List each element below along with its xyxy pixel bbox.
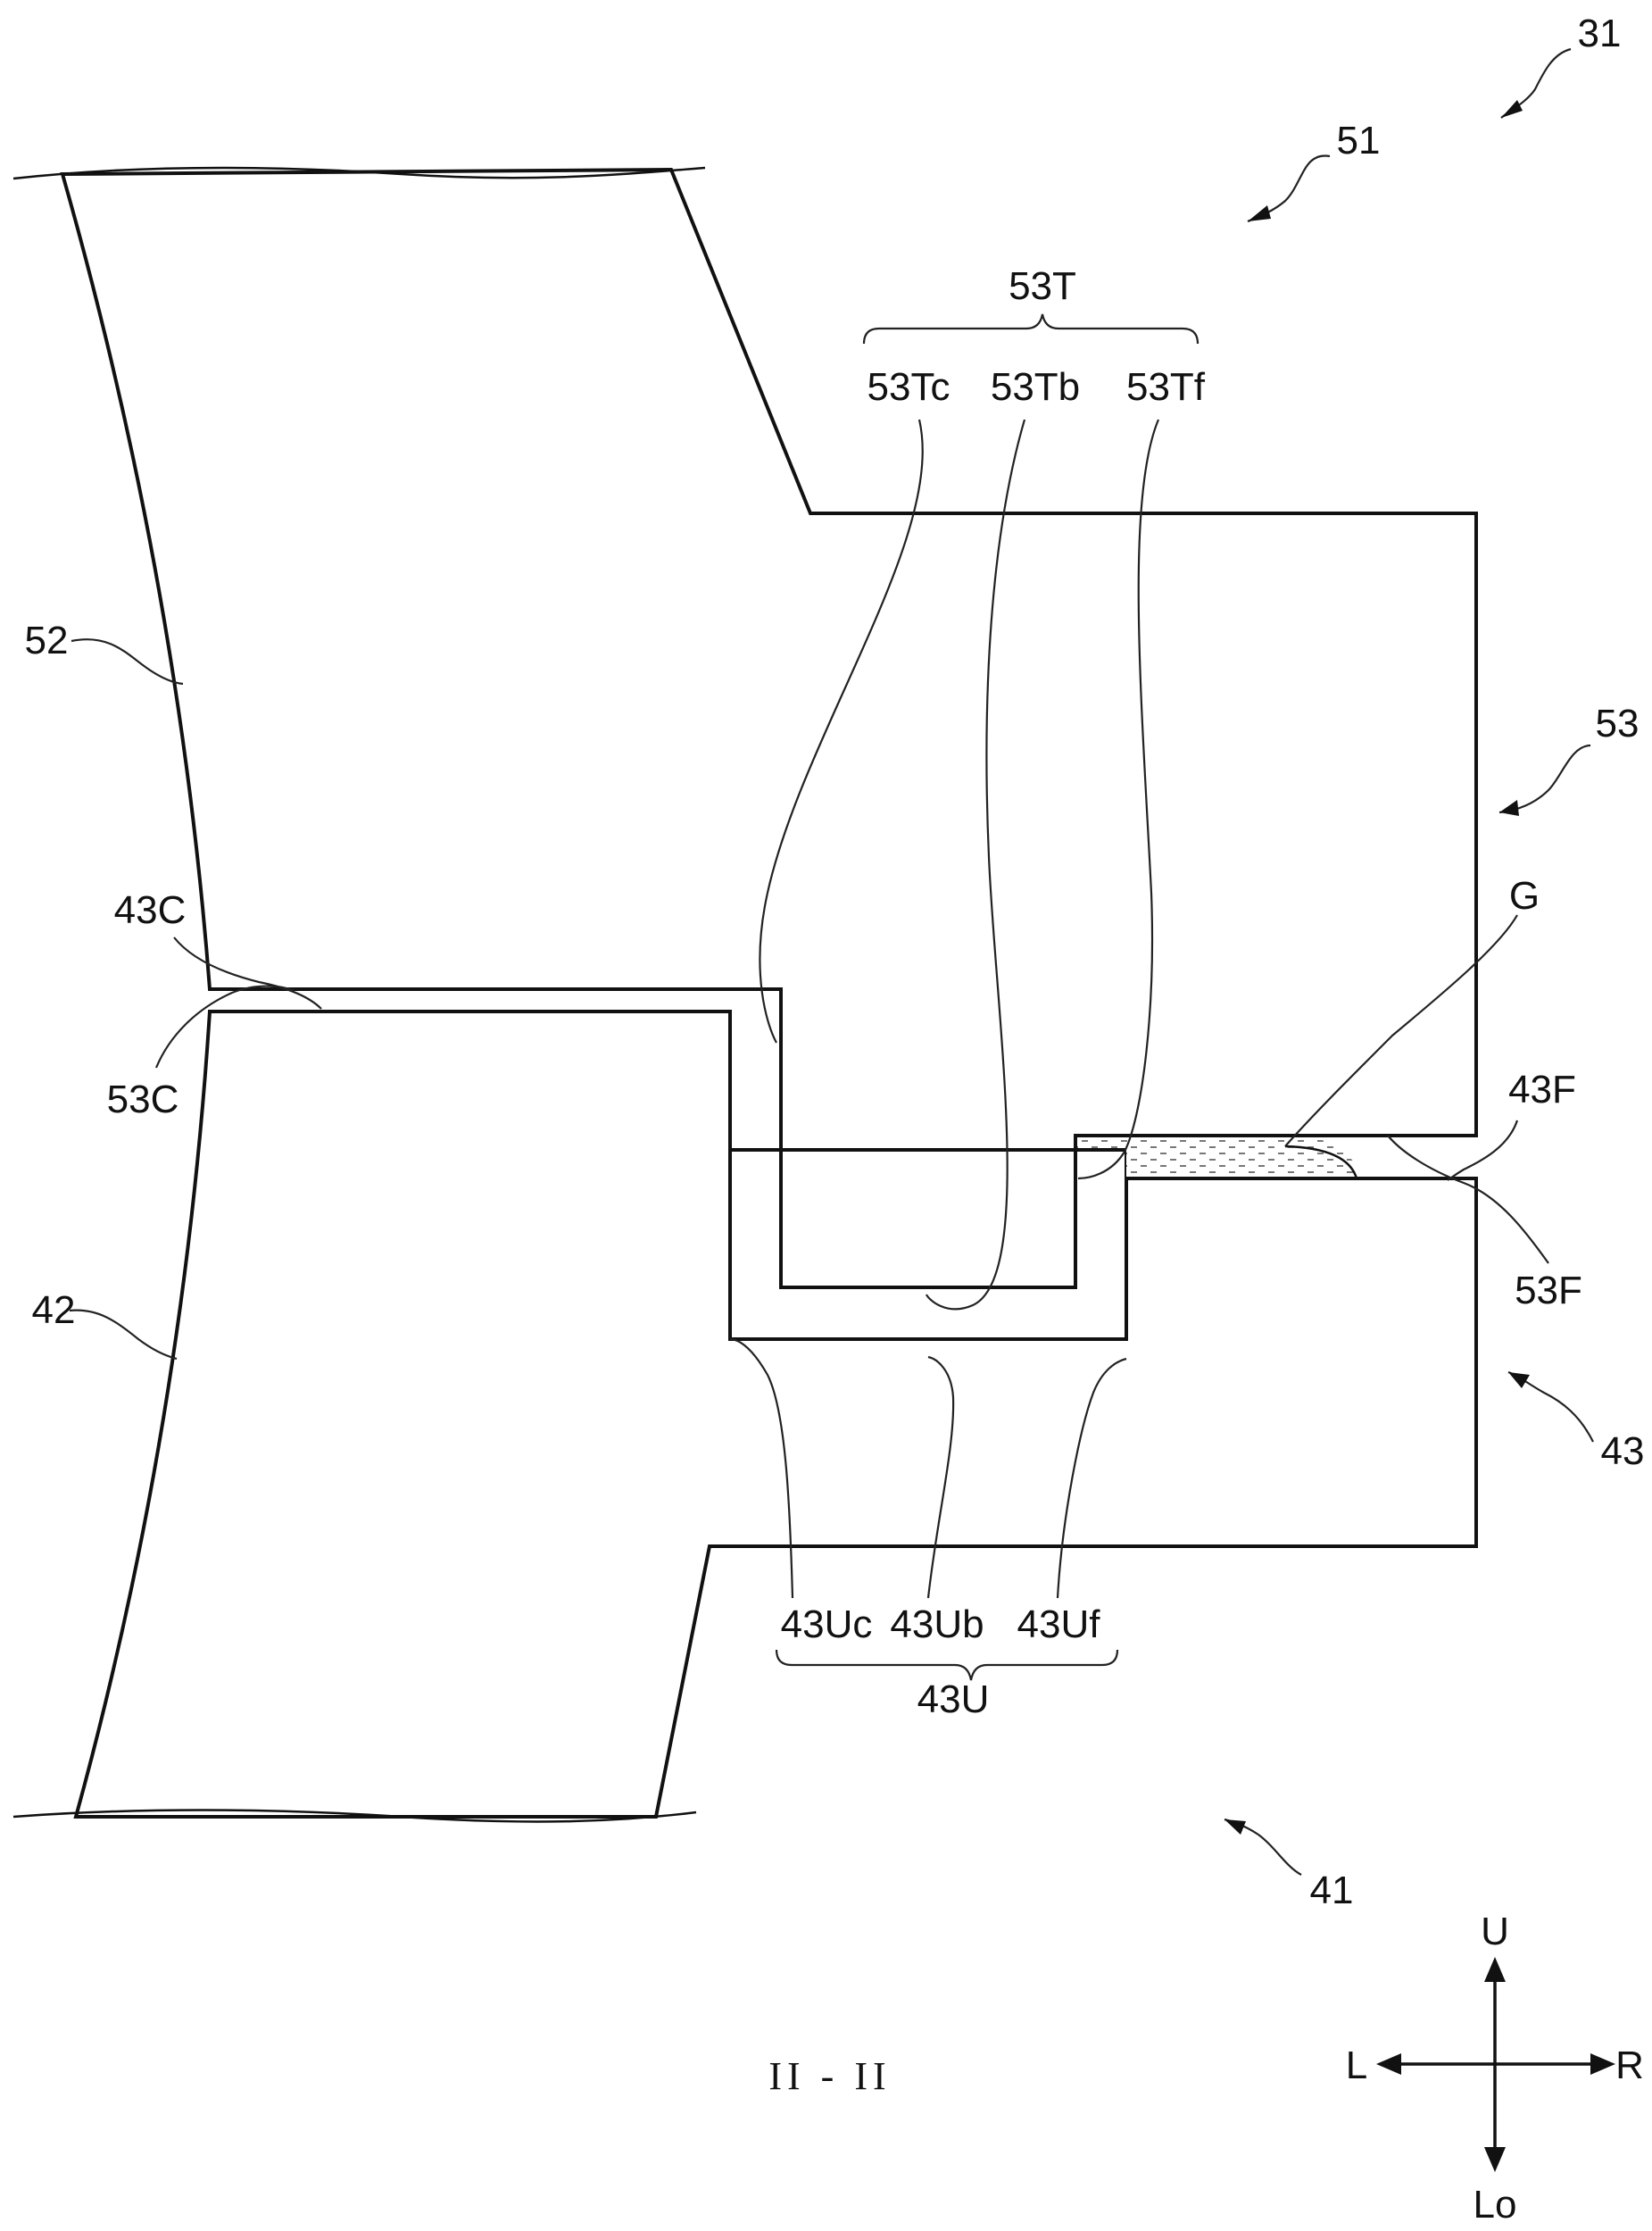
label-41: 41 (1310, 1869, 1354, 1912)
label-53T: 53T (1009, 264, 1076, 308)
leader-G (1284, 914, 1518, 1147)
leader-53Tb (925, 419, 1026, 1311)
label-53C: 53C (107, 1078, 179, 1121)
leader-43Ub (926, 1355, 955, 1599)
arrowhead-31 (1501, 100, 1523, 118)
arrow-right-icon (1590, 2053, 1615, 2075)
leader-53C (154, 985, 295, 1069)
label-43U: 43U (917, 1677, 990, 1721)
leader-53 (1498, 744, 1591, 814)
label-31: 31 (1578, 12, 1622, 55)
leader-43Uf (1056, 1357, 1127, 1599)
leader-42 (69, 1309, 178, 1361)
label-53Tb: 53Tb (991, 365, 1080, 409)
direction-label-up: U (1481, 1910, 1509, 1953)
arrowhead-43 (1508, 1372, 1530, 1388)
label-43: 43 (1601, 1429, 1645, 1473)
upper-tooth-outline (779, 989, 1476, 1289)
arrow-down-icon (1484, 2147, 1506, 2172)
arrow-left-icon (1376, 2053, 1401, 2075)
direction-label-left: L (1346, 2044, 1367, 2087)
adhesive-gap-edge (1284, 1145, 1358, 1179)
leader-53F (1387, 1135, 1549, 1264)
bracket-53T (862, 313, 1200, 345)
leader-43Uc (729, 1337, 794, 1599)
direction-indicator (1376, 1957, 1615, 2172)
lower-groove-outline (728, 1011, 1476, 1341)
adhesive-groove-fill (730, 1150, 1126, 1339)
top-break-line (12, 166, 706, 180)
arrowhead-53 (1499, 800, 1519, 816)
bracket-43U (775, 1649, 1119, 1681)
label-43Uf: 43Uf (1017, 1602, 1101, 1646)
label-43Uc: 43Uc (781, 1602, 873, 1646)
lower-member-body (73, 1010, 1478, 1819)
direction-label-down: Lo (1474, 2183, 1517, 2227)
label-53Tf: 53Tf (1126, 365, 1206, 409)
label-43Ub: 43Ub (890, 1602, 984, 1646)
section-caption: II - II (768, 2054, 891, 2098)
upper-member-body (60, 167, 1478, 1289)
arrow-up-icon (1484, 1957, 1506, 1982)
arrowhead-51 (1248, 205, 1271, 221)
label-53: 53 (1596, 702, 1640, 745)
arrowhead-41 (1224, 1819, 1246, 1835)
label-51: 51 (1337, 119, 1381, 162)
label-42: 42 (32, 1288, 76, 1332)
label-G: G (1509, 874, 1540, 918)
label-53Tc: 53Tc (868, 365, 951, 409)
label-43C: 43C (114, 888, 187, 932)
bottom-break-line (12, 1809, 697, 1823)
direction-label-right: R (1615, 2044, 1644, 2087)
leader-43F (1447, 1120, 1519, 1181)
label-53F: 53F (1515, 1269, 1582, 1312)
label-52: 52 (25, 619, 69, 662)
label-43F: 43F (1508, 1068, 1576, 1111)
leader-53Tf (1077, 419, 1160, 1180)
leader-52 (71, 638, 184, 686)
leader-43C (173, 937, 322, 1010)
leader-53Tc (759, 419, 924, 1044)
